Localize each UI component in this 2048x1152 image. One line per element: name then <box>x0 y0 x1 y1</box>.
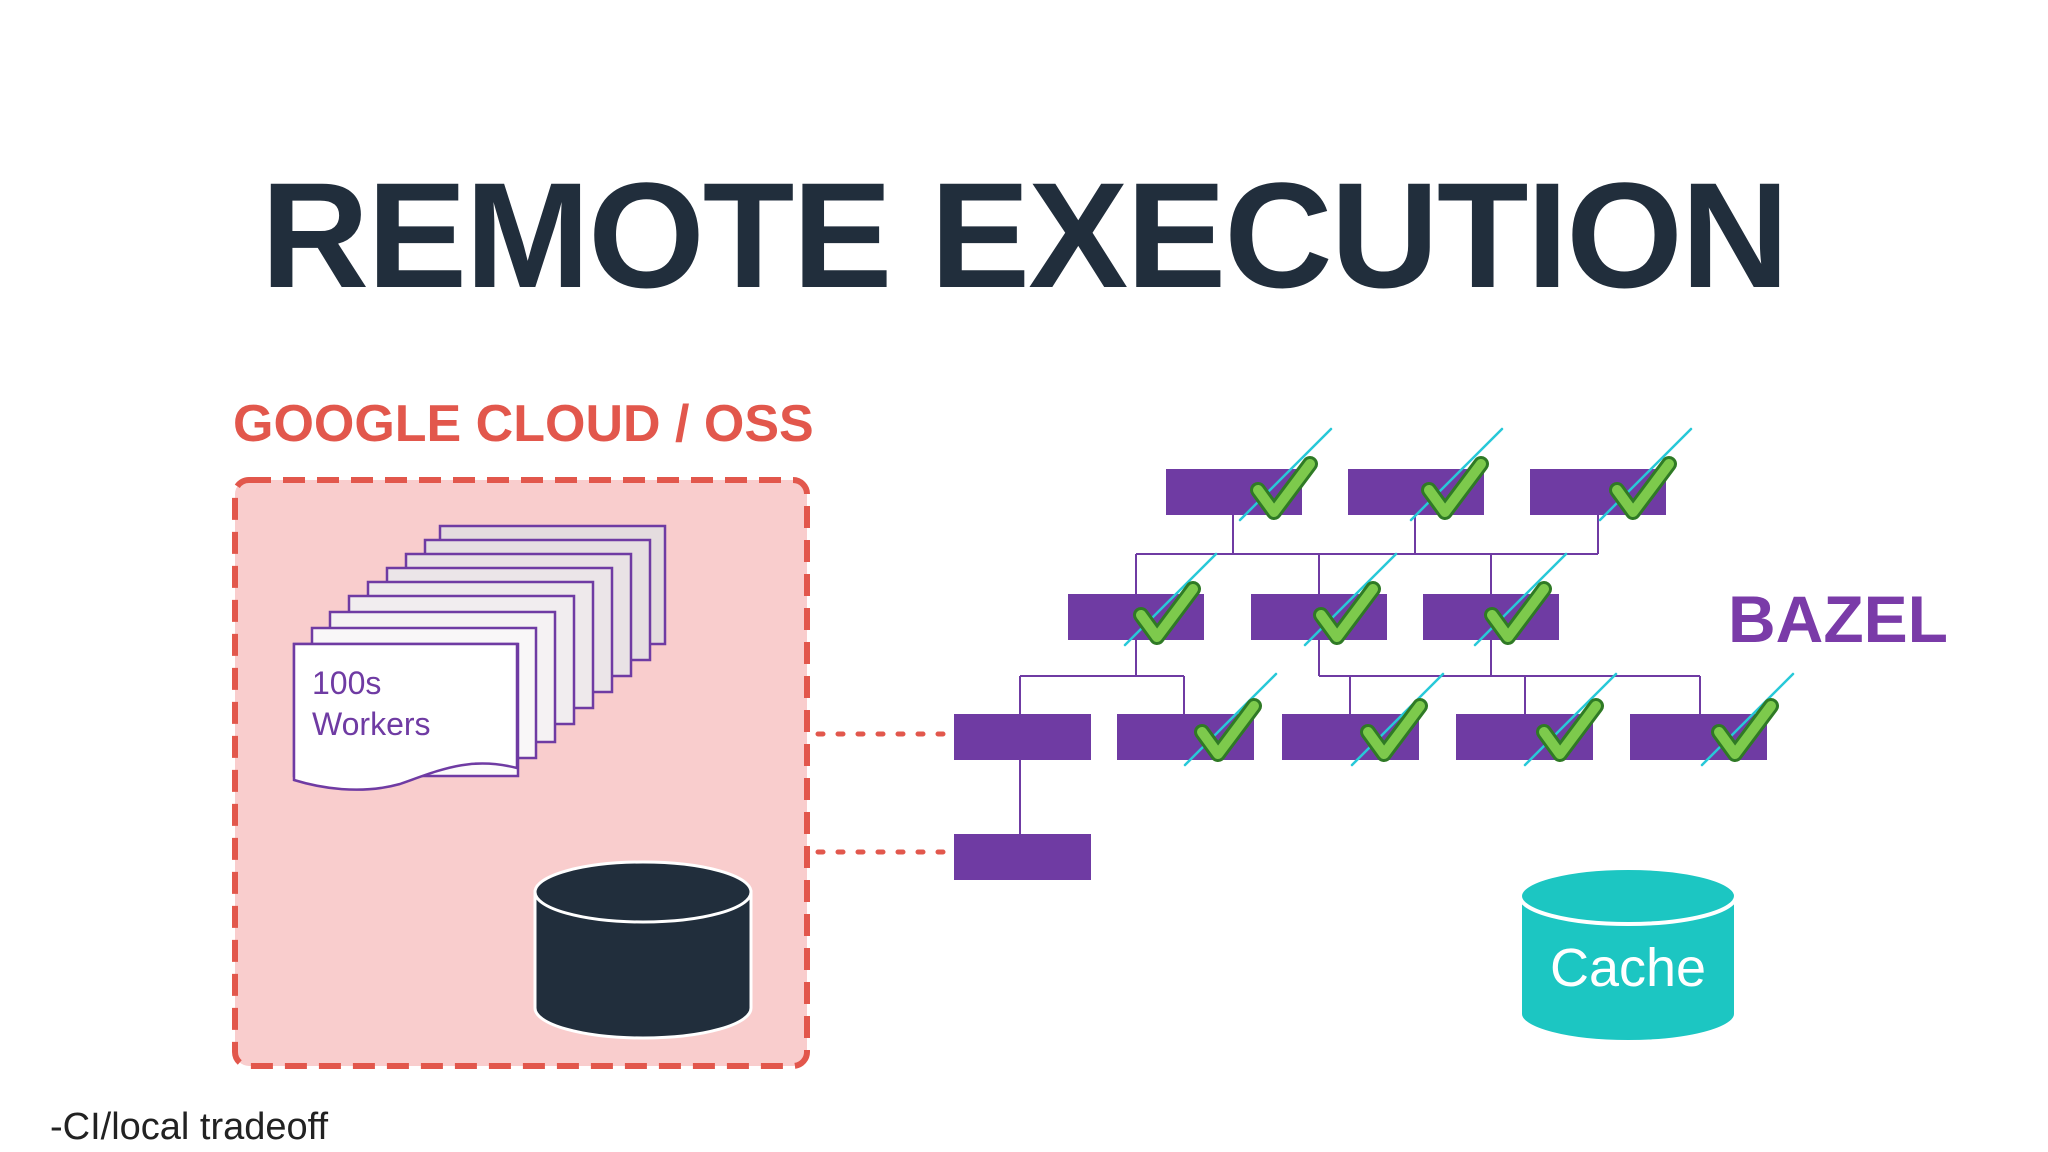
database-cylinder-icon <box>533 860 753 1040</box>
workers-label: Workers <box>312 706 431 742</box>
bazel-label: BAZEL <box>1728 582 1948 656</box>
slash-line <box>1303 552 1398 647</box>
slash-line <box>1523 672 1618 767</box>
footnote: -CI/local tradeoff <box>50 1106 329 1148</box>
slash-line <box>1350 672 1445 767</box>
workers-count-label: 100s <box>312 665 381 701</box>
cloud-label: GOOGLE CLOUD / OSS <box>233 395 814 453</box>
slash-line <box>1700 672 1795 767</box>
cache-label: Cache <box>1550 938 1706 998</box>
slash-line <box>1238 427 1333 522</box>
worker-page-front <box>292 642 519 791</box>
worker-stack <box>292 524 667 791</box>
slash-line <box>1123 552 1218 647</box>
build-graph-nodes <box>954 469 1767 880</box>
build-graph-edges <box>1019 514 1701 834</box>
slash-line <box>1473 552 1568 647</box>
slide-title: REMOTE EXECUTION <box>260 151 1789 319</box>
slash-line <box>1598 427 1693 522</box>
cache-cylinder-icon <box>1518 866 1738 1044</box>
graph-node <box>954 714 1091 760</box>
slash-line <box>1183 672 1278 767</box>
slash-line <box>1409 427 1504 522</box>
cache-hit-slashes <box>1123 427 1795 767</box>
graph-node <box>954 834 1091 880</box>
